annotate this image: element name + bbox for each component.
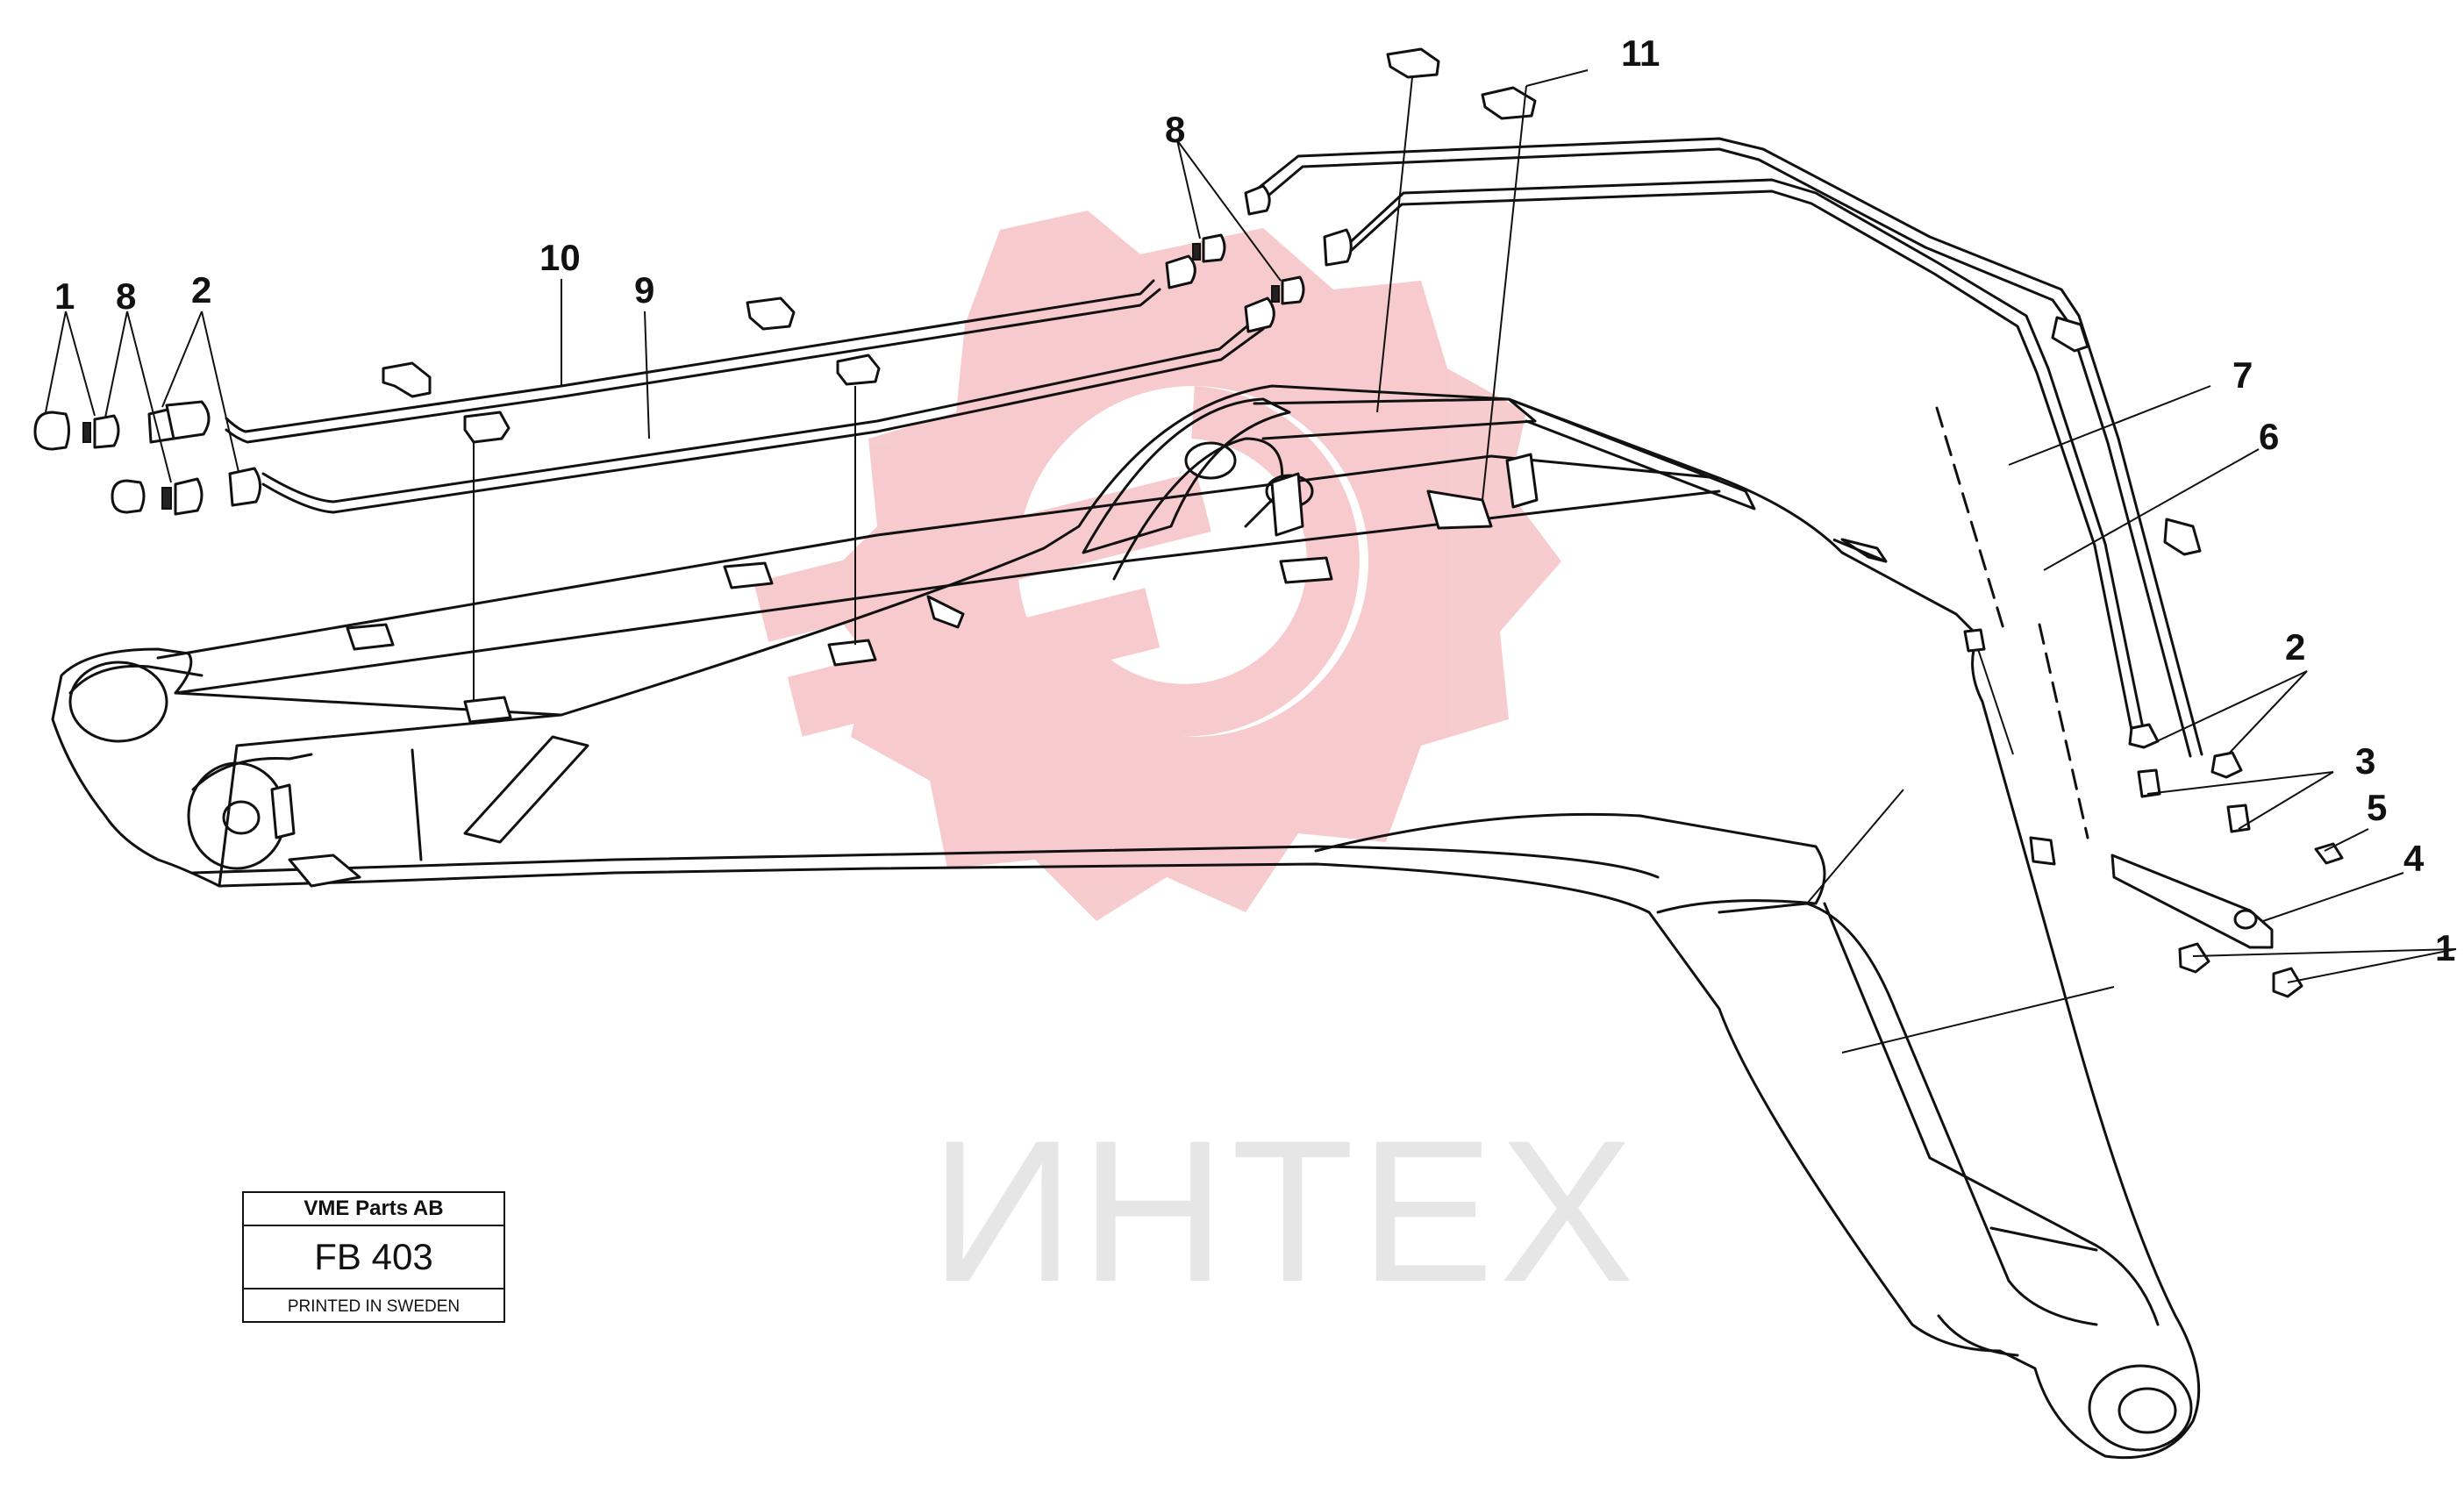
callout-numbers: 1 8 2 10 9 8 11 7 6 2 3 5 4 1: [54, 32, 2455, 968]
pipe-fittings: [33, 184, 1353, 516]
callout-8-left: 8: [116, 275, 136, 317]
callout-1-left: 1: [54, 275, 75, 317]
callout-2-left: 2: [191, 269, 211, 311]
callout-3: 3: [2355, 740, 2375, 782]
boom-clamps: [270, 453, 2056, 888]
callout-7: 7: [2232, 354, 2253, 396]
callout-5: 5: [2367, 787, 2387, 828]
title-block-company: VME Parts AB: [244, 1193, 504, 1226]
bracket-parts: [1935, 406, 2344, 998]
callout-9: 9: [634, 269, 654, 311]
leader-lines: [45, 69, 2457, 1054]
callout-2-right: 2: [2285, 626, 2305, 668]
title-block-drawing-number: FB 403: [244, 1226, 504, 1289]
watermark-gear-logo: [753, 211, 1561, 921]
callout-11: 11: [1621, 32, 1660, 74]
callout-8-top: 8: [1165, 109, 1185, 150]
title-block-printed: PRINTED IN SWEDEN: [287, 1297, 461, 1316]
watermark-text: ИНТЕХ: [930, 1098, 1639, 1324]
hydraulic-pipes: [225, 137, 2203, 758]
pipe-clamps: [382, 47, 2202, 556]
title-block: VME Parts AB FB 403 PRINTED IN SWEDEN: [242, 1191, 505, 1323]
boom-structure: [51, 384, 2201, 1460]
callout-4: 4: [2403, 838, 2425, 879]
callout-1-right: 1: [2435, 927, 2455, 968]
callout-6: 6: [2259, 416, 2279, 457]
callout-10: 10: [539, 237, 581, 278]
